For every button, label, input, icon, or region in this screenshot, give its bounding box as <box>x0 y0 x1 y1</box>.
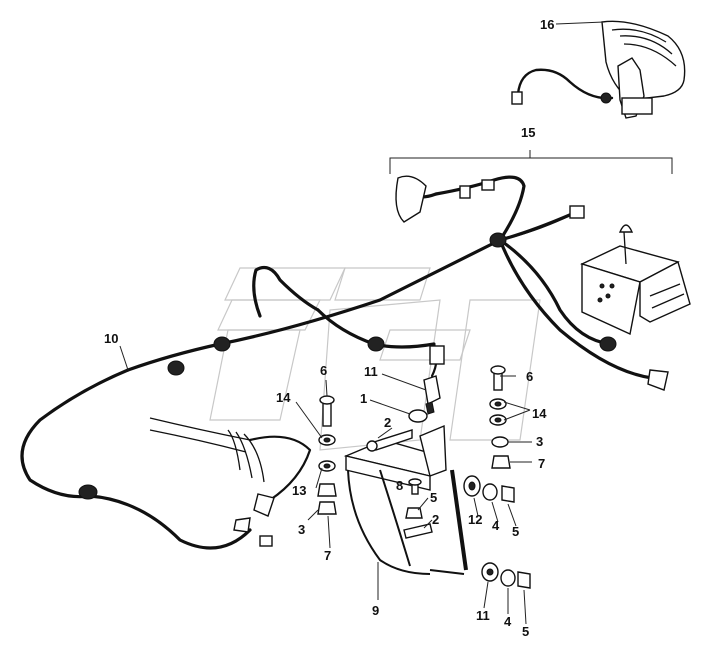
fasteners-right-stack <box>489 365 511 469</box>
callout-6-right: 6 <box>526 369 533 384</box>
callout-2-bottom: 2 <box>432 512 439 527</box>
callout-5-middle: 5 <box>430 490 437 505</box>
callout-16: 16 <box>540 17 554 32</box>
group-bracket-15 <box>389 157 673 174</box>
mounting-bracket <box>580 224 691 336</box>
work-lamp <box>511 20 686 119</box>
fasteners-left-stack <box>317 395 337 515</box>
callout-5-lower: 5 <box>522 624 529 639</box>
callout-10: 10 <box>104 331 118 346</box>
callout-3-left: 3 <box>298 522 305 537</box>
callout-4-upper: 4 <box>492 518 500 533</box>
callout-14-right: 14 <box>532 406 547 421</box>
callout-15: 15 <box>521 125 535 140</box>
callout-13: 13 <box>292 483 306 498</box>
callout-11-top: 11 <box>364 364 378 379</box>
callout-8: 8 <box>396 478 403 493</box>
callout-12: 12 <box>468 512 482 527</box>
cable-bundle-left <box>149 417 312 547</box>
callout-7-right: 7 <box>538 456 545 471</box>
callout-14-left: 14 <box>276 390 291 405</box>
callout-4-lower: 4 <box>504 614 512 629</box>
leader-lines <box>119 21 605 625</box>
wiring-harness <box>20 175 669 550</box>
callout-3-right: 3 <box>536 434 543 449</box>
mounting-plate-assembly <box>343 409 468 575</box>
callout-2-top: 2 <box>384 415 391 430</box>
switch-sensor <box>423 375 441 415</box>
callout-1: 1 <box>360 391 367 406</box>
callout-7-left: 7 <box>324 548 331 563</box>
callout-5-upper: 5 <box>512 524 519 539</box>
callout-9: 9 <box>372 603 379 618</box>
callout-6-left: 6 <box>320 363 327 378</box>
callout-11-bottom: 11 <box>476 608 490 623</box>
